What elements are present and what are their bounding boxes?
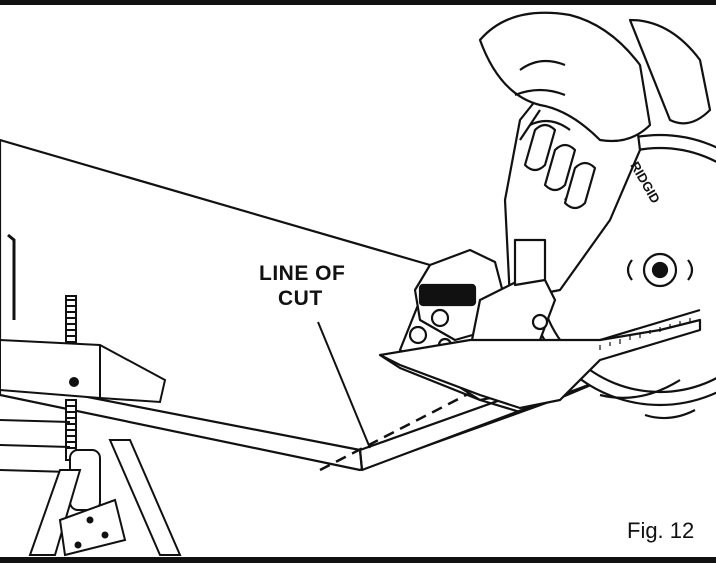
label-pointer bbox=[317, 321, 371, 449]
clamp-edge bbox=[7, 233, 16, 320]
circular-saw bbox=[378, 11, 716, 420]
line-of-cut-label-2: CUT bbox=[278, 287, 323, 310]
top-rule bbox=[0, 0, 716, 5]
sawhorse bbox=[28, 439, 182, 557]
clamp bbox=[0, 295, 167, 511]
figure-label: Fig. 12 bbox=[627, 518, 694, 543]
bottom-rule bbox=[0, 557, 716, 563]
cut-line bbox=[319, 391, 471, 472]
line-of-cut-label-1: LINE OF bbox=[259, 262, 345, 285]
